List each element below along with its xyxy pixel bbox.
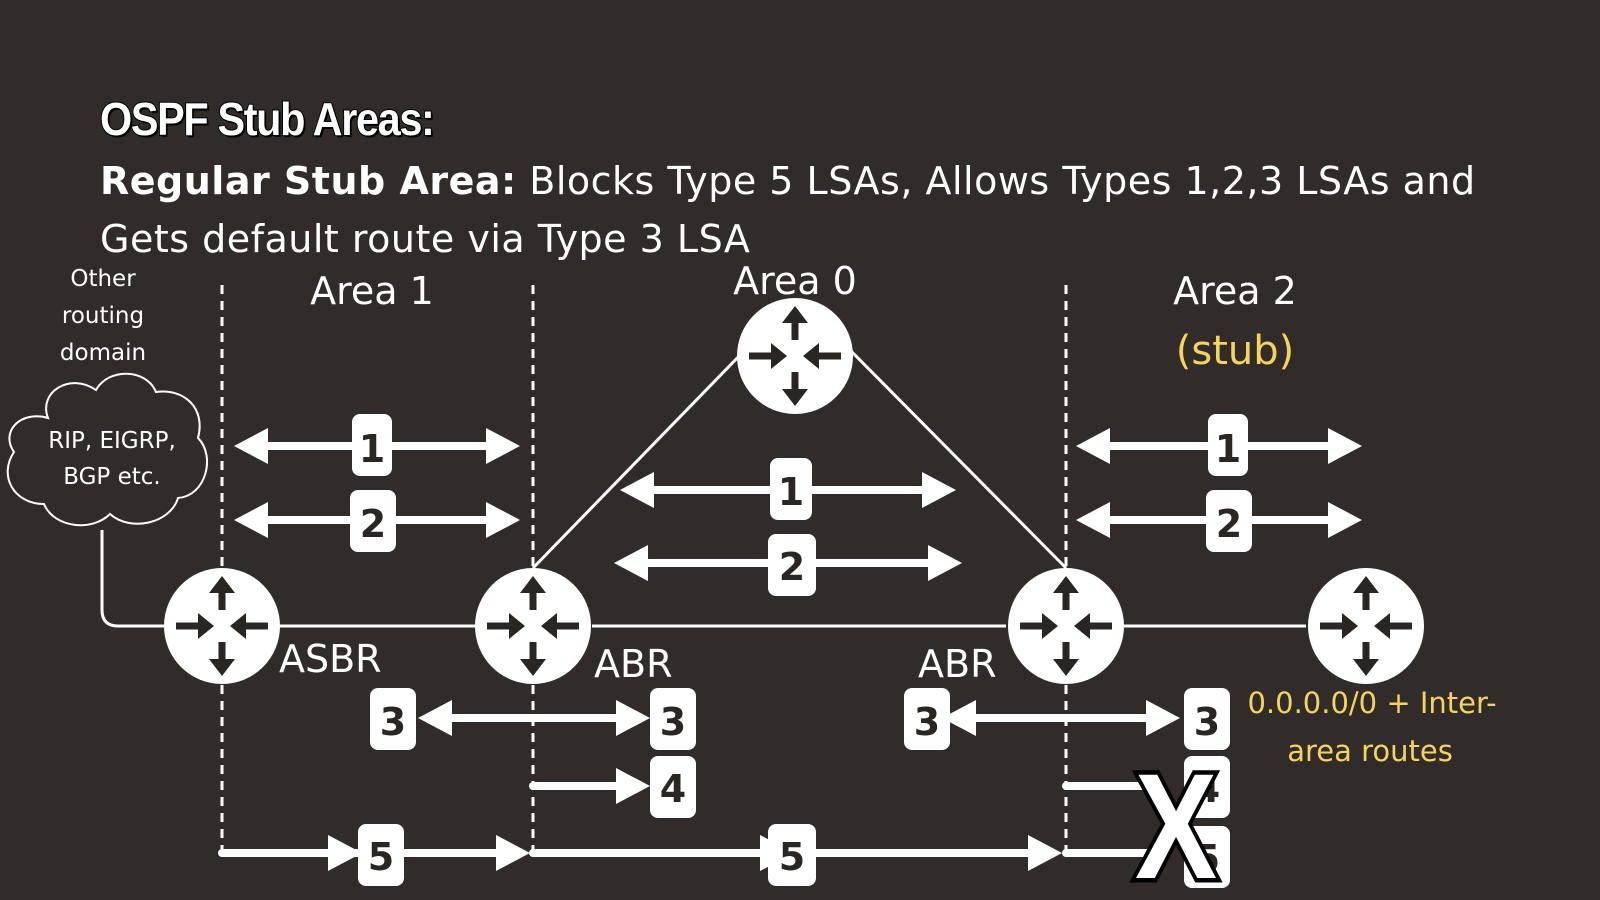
area0-lsa2-badge: 2: [768, 534, 816, 596]
svg-text:4: 4: [660, 767, 686, 811]
area2-lsa5-badge-blocked: 5: [1184, 826, 1230, 888]
area0-lsa3-badge-right: 3: [904, 688, 950, 750]
area2-lsa1-badge: 1: [1208, 414, 1248, 476]
area2-stub-label: (stub): [1176, 328, 1294, 374]
area2-lsa3-badge: 3: [1184, 688, 1230, 750]
blocked-x-mark: X: [1135, 743, 1217, 900]
cloud-text-line1: RIP, EIGRP,: [48, 428, 176, 454]
svg-text:3: 3: [380, 700, 406, 744]
area1-label: Area 1: [310, 269, 434, 313]
area0-lsa4-badge: 4: [650, 756, 696, 818]
svg-text:1: 1: [359, 427, 385, 471]
area0-lsa3-badge-left: 3: [650, 688, 696, 750]
default-route-line2: area routes: [1287, 734, 1453, 768]
external-caption-line1: Other: [70, 266, 136, 292]
area0-lsa5-badge: 5: [768, 824, 816, 886]
core-router-icon: [737, 298, 853, 414]
svg-text:5: 5: [1194, 837, 1220, 881]
svg-text:4: 4: [1194, 767, 1220, 811]
svg-text:1: 1: [1215, 427, 1241, 471]
area2-lsa4-badge-blocked: 4: [1184, 756, 1230, 818]
external-caption-line3: domain: [60, 340, 146, 366]
area0-lsa1-badge: 1: [770, 458, 812, 520]
default-route-line1: 0.0.0.0/0 + Inter-: [1247, 686, 1496, 720]
subtitle-label: Regular Stub Area:: [100, 159, 517, 203]
asbr-router-icon: [164, 568, 280, 684]
svg-text:5: 5: [779, 835, 805, 879]
abr-left-label: ABR: [594, 642, 672, 686]
svg-text:3: 3: [1194, 700, 1220, 744]
abr-right-router-icon: [1008, 568, 1124, 684]
lsa-badges: 1 2 1 2 1 2 3 3: [350, 414, 1252, 888]
asbr-label: ASBR: [279, 637, 382, 681]
link-core-abr-right: [848, 348, 1068, 570]
abr-left-router-icon: [475, 568, 591, 684]
link-abr-left-core: [531, 348, 747, 570]
area2-label: Area 2: [1173, 269, 1297, 313]
svg-text:3: 3: [660, 700, 686, 744]
svg-text:2: 2: [360, 502, 386, 546]
area0-label: Area 0: [733, 259, 857, 303]
area2-lsa2-badge: 2: [1206, 490, 1252, 552]
area1-lsa2-badge: 2: [350, 490, 396, 552]
area1-lsa3-badge: 3: [370, 688, 416, 750]
page-title: OSPF Stub Areas:: [99, 92, 436, 146]
external-caption-line2: routing: [62, 303, 144, 329]
cloud-text-line2: BGP etc.: [63, 464, 161, 490]
area1-lsa1-badge: 1: [352, 414, 392, 476]
subtitle-text: Blocks Type 5 LSAs, Allows Types 1,2,3 L…: [100, 159, 1476, 261]
svg-text:3: 3: [914, 700, 940, 744]
cloud-icon: [6, 372, 208, 527]
svg-text:2: 2: [1216, 502, 1242, 546]
svg-text:1: 1: [778, 470, 804, 514]
svg-text:2: 2: [779, 545, 805, 589]
external-link: [100, 530, 164, 628]
abr-right-label: ABR: [918, 642, 996, 686]
svg-text:5: 5: [368, 835, 394, 879]
subtitle: Regular Stub Area: Blocks Type 5 LSAs, A…: [100, 152, 1560, 268]
area1-lsa5-badge: 5: [358, 824, 404, 886]
area2-router-icon: [1308, 568, 1424, 684]
